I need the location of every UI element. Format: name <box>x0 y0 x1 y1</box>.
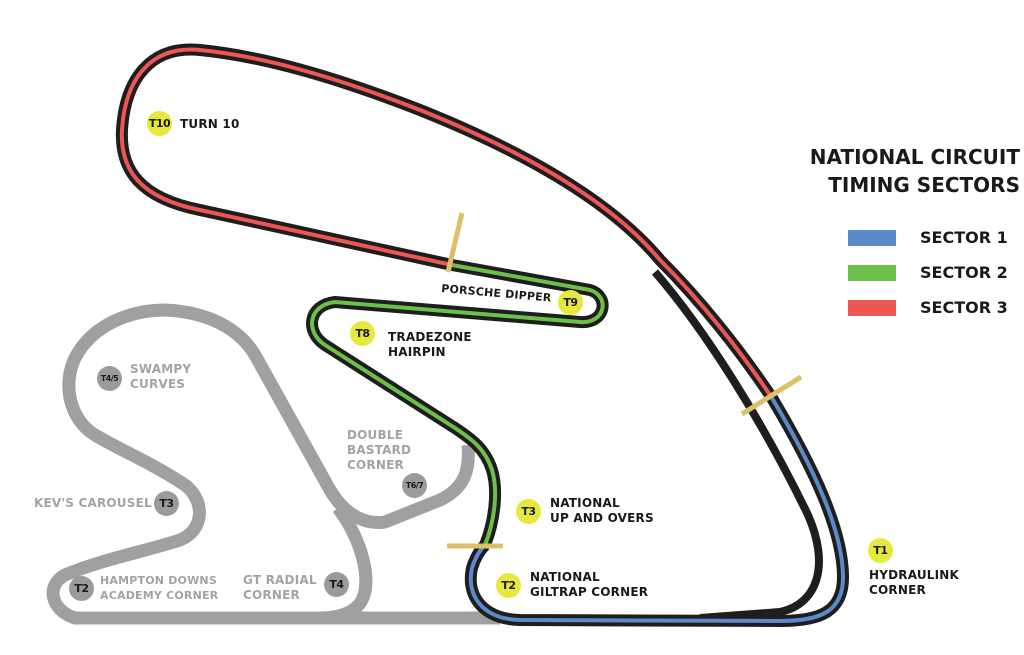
legend-sector-2: SECTOR 2 <box>848 263 1008 282</box>
pit-lane <box>651 269 823 622</box>
legend-swatch <box>848 299 896 316</box>
legend-label: SECTOR 3 <box>920 298 1008 317</box>
sector-1-path <box>468 396 846 623</box>
legend-label: SECTOR 2 <box>920 263 1008 282</box>
sector-2-path <box>310 263 605 546</box>
map-title: NATIONAL CIRCUIT TIMING SECTORS <box>810 143 1020 199</box>
legend-sector-1: SECTOR 1 <box>848 228 1008 247</box>
grey-marker-t2: T2 <box>69 576 94 601</box>
sector-3-path <box>119 47 774 400</box>
corner-marker-t9: T9 <box>558 290 583 315</box>
title-line-1: NATIONAL CIRCUIT <box>809 145 1020 169</box>
legend-label: SECTOR 1 <box>920 228 1008 247</box>
grey-marker-t4-5: T4/5 <box>97 366 122 391</box>
corner-marker-t2: T2 <box>496 573 521 598</box>
corner-marker-t1: T1 <box>868 538 893 563</box>
corner-marker-t10: T10 <box>147 111 172 136</box>
legend-sector-3: SECTOR 3 <box>848 298 1008 317</box>
grey-marker-t3: T3 <box>154 491 179 516</box>
sector-boundary-3-1 <box>740 374 803 417</box>
full-circuit-branch <box>319 504 373 625</box>
grey-marker-t4: T4 <box>324 572 349 597</box>
corner-marker-t8: T8 <box>350 321 375 346</box>
corner-label-t10: TURN 10 <box>180 117 240 131</box>
corner-marker-t3: T3 <box>516 499 541 524</box>
grey-marker-t6-7: T6/7 <box>402 473 427 498</box>
title-line-2: TIMING SECTORS <box>828 173 1020 197</box>
full-circuit-track <box>46 303 500 625</box>
grey-label-kevs-carousel: KEV'S CAROUSEL <box>34 496 152 510</box>
legend-swatch <box>848 264 896 281</box>
legend-swatch <box>848 229 896 246</box>
sector-boundary-2-3 <box>445 212 465 273</box>
